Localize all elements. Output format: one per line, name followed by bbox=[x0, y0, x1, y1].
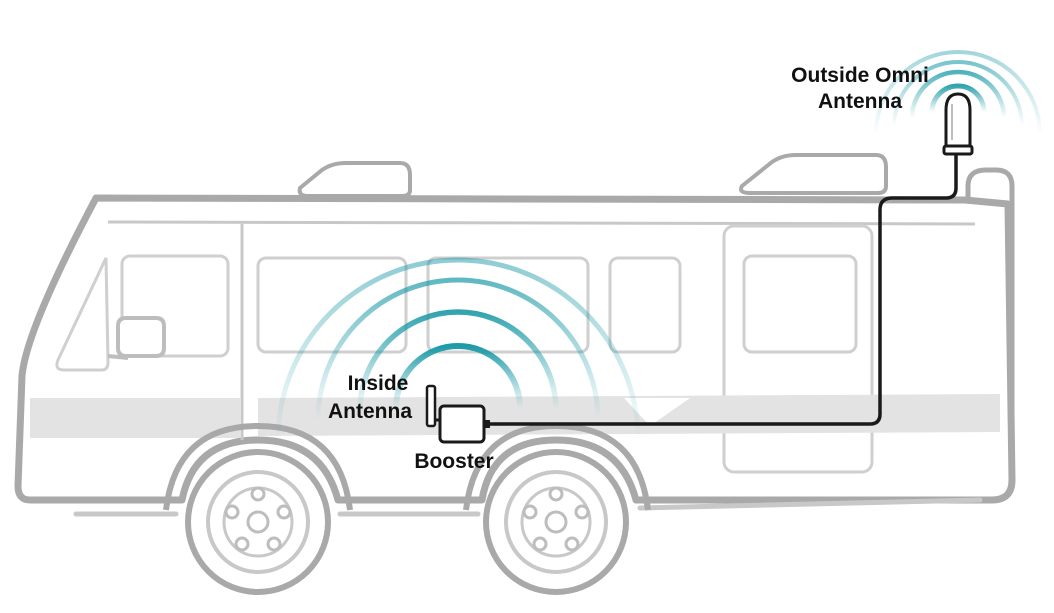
booster-label: Booster bbox=[414, 450, 493, 473]
mirror-arm bbox=[107, 354, 129, 360]
omni-antenna-icon bbox=[942, 92, 974, 156]
inside-antenna-label-line1: Inside bbox=[348, 372, 409, 395]
rear-cap bbox=[965, 167, 1015, 480]
signal-wave-icon bbox=[929, 83, 987, 115]
stripe-notch bbox=[624, 398, 690, 426]
signal-wave-icon bbox=[315, 277, 601, 423]
signal-wave-icon bbox=[874, 50, 1042, 136]
wheel-rear bbox=[483, 449, 629, 595]
roof-pod-rear bbox=[739, 153, 888, 195]
inside-signal-waves bbox=[275, 257, 641, 443]
skirt-line-rear bbox=[637, 497, 983, 511]
window-2 bbox=[256, 256, 408, 354]
body-inner-line bbox=[107, 220, 976, 226]
window-3 bbox=[426, 256, 590, 354]
outside-antenna-label-line2: Antenna bbox=[818, 90, 902, 113]
coax-cable bbox=[488, 150, 958, 426]
signal-wave-icon bbox=[275, 257, 641, 443]
door-window bbox=[742, 254, 858, 354]
wheel-well-front bbox=[163, 422, 353, 511]
windshield bbox=[55, 257, 110, 372]
wheel-front bbox=[185, 449, 331, 595]
side-mirror bbox=[116, 316, 166, 358]
signal-wave-icon bbox=[393, 343, 523, 411]
signal-booster-icon bbox=[438, 404, 490, 444]
signal-wave-icon bbox=[357, 309, 559, 413]
signal-wave-icon bbox=[909, 69, 1007, 121]
rv-vehicle-icon bbox=[14, 153, 1016, 595]
outside-signal-waves bbox=[874, 50, 1042, 136]
window-4 bbox=[608, 256, 682, 354]
wheel-well-rear bbox=[463, 422, 651, 511]
inside-antenna-label-line2: Antenna bbox=[328, 400, 412, 423]
roof-pod-front bbox=[297, 161, 412, 198]
signal-wave-icon bbox=[892, 60, 1024, 128]
panel-antenna-icon bbox=[425, 384, 437, 428]
outside-antenna-label-line1: Outside Omni bbox=[791, 64, 929, 87]
